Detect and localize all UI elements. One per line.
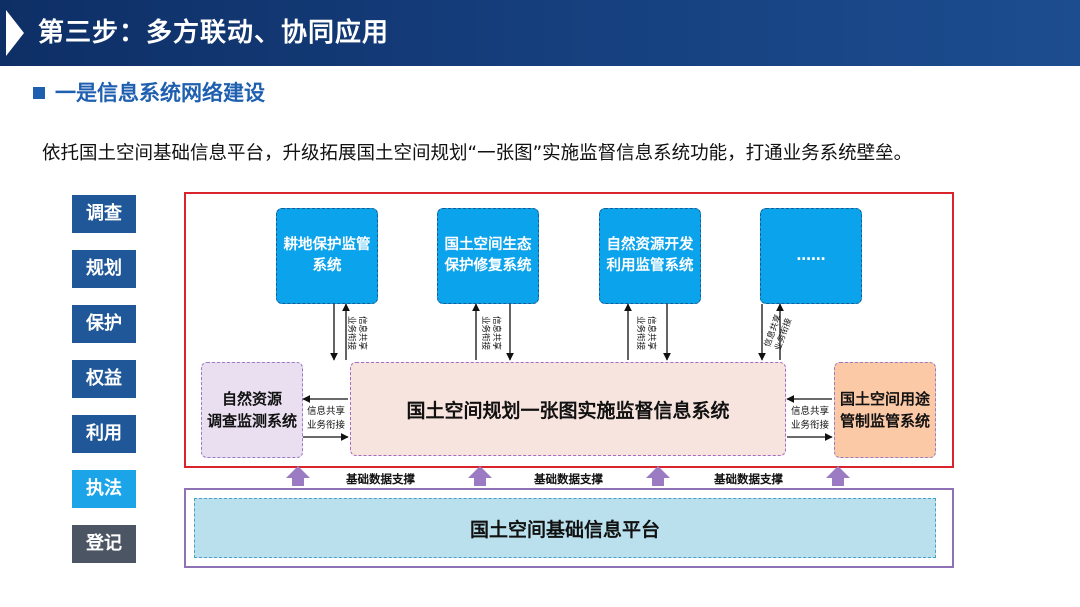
lead-text: 依托国土空间基础信息平台，升级拓展国土空间规划“一张图”实施监督信息系统功能，打…: [42, 143, 913, 164]
link-label-left: 信息共享业务衔接: [306, 406, 345, 431]
link-label-3: 信息共享业务衔接: [635, 315, 657, 351]
support-arrow-2: [468, 466, 492, 486]
system-resource-utilization: 自然资源开发利用监管系统: [599, 208, 701, 304]
system-ecological-restoration: 国土空间生态保护修复系统: [437, 208, 539, 304]
section-title: 一是信息系统网络建设: [55, 81, 265, 105]
platform-frame: [184, 488, 954, 568]
page-title: 第三步：多方联动、协同应用: [38, 18, 390, 48]
application-systems-frame: [184, 192, 954, 468]
sidebar-item-enforcement: 执法: [72, 470, 136, 508]
sidebar-item-utilization: 利用: [72, 415, 136, 453]
support-label-1: 基础数据支撑: [346, 472, 415, 486]
support-label-2: 基础数据支撑: [534, 472, 603, 486]
sidebar-item-survey: 调查: [72, 195, 136, 233]
link-label-1: 信息共享业务衔接: [346, 315, 368, 351]
system-more-ellipsis: ……: [760, 208, 862, 304]
support-arrow-4: [826, 466, 850, 486]
system-one-map-supervision: 国土空间规划一张图实施监督信息系统: [350, 362, 786, 456]
header-bar: 第三步：多方联动、协同应用: [0, 0, 1080, 66]
sidebar-item-planning: 规划: [72, 250, 136, 288]
system-use-control: 国土空间用途管制监管系统: [834, 362, 936, 458]
header-arrow-icon: [6, 10, 24, 56]
sidebar-item-registration: 登记: [72, 525, 136, 563]
system-farmland-protection: 耕地保护监管系统: [276, 208, 378, 304]
support-label-3: 基础数据支撑: [714, 472, 783, 486]
system-survey-monitoring: 自然资源调查监测系统: [201, 362, 303, 458]
sidebar-item-rights: 权益: [72, 360, 136, 398]
support-arrow-1: [286, 466, 310, 486]
link-label-2: 信息共享业务衔接: [480, 315, 502, 351]
basic-info-platform: 国土空间基础信息平台: [194, 498, 936, 558]
square-bullet-icon: [33, 87, 45, 99]
link-label-right: 信息共享业务衔接: [790, 406, 829, 431]
sidebar-item-protection: 保护: [72, 305, 136, 343]
support-arrow-3: [646, 466, 670, 486]
